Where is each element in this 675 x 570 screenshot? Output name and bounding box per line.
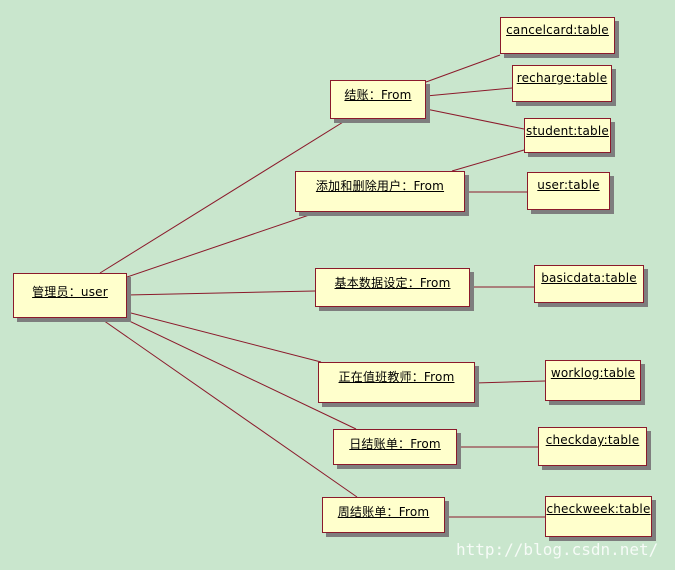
checkweek-table-label: checkweek:table (546, 502, 651, 516)
weekly-checkout-form-object: 周结账单：From (322, 497, 445, 533)
watermark-text: http://blog.csdn.net/ (456, 540, 659, 559)
admin-user-object: 管理员：user (13, 273, 127, 318)
link-admin-weekly-checkout (99, 317, 358, 498)
checkday-table-label: checkday:table (545, 433, 640, 447)
on-duty-teacher-form-object: 正在值班教师：From (318, 362, 475, 403)
link-checkout-cancelcard (425, 54, 501, 83)
link-admin-add-delete-user (126, 211, 319, 278)
link-adduser-student (451, 149, 525, 172)
cancelcard-table-label: cancelcard:table (506, 23, 609, 37)
link-admin-basic-data (126, 290, 316, 296)
link-checkout-student (425, 108, 525, 130)
student-table-object: student:table (524, 118, 611, 153)
link-admin-checkout (99, 118, 349, 274)
worklog-table-label: worklog:table (550, 366, 636, 380)
on-duty-teacher-form-label: 正在值班教师：From (338, 370, 455, 384)
daily-checkout-form-label: 日结账单：From (349, 437, 441, 451)
admin-user-label: 管理员：user (32, 285, 108, 299)
checkout-form-object: 结账：From (330, 80, 426, 119)
weekly-checkout-form-label: 周结账单：From (337, 505, 430, 519)
cancelcard-table-object: cancelcard:table (500, 17, 615, 54)
recharge-table-label: recharge:table (516, 71, 608, 85)
worklog-table-object: worklog:table (545, 360, 641, 401)
link-onduty-worklog (474, 380, 546, 384)
checkout-form-label: 结账：From (344, 88, 412, 102)
daily-checkout-form-object: 日结账单：From (333, 429, 457, 465)
user-table-object: user:table (527, 172, 610, 210)
checkday-table-object: checkday:table (538, 427, 647, 466)
recharge-table-object: recharge:table (512, 65, 612, 102)
link-admin-on-duty-teacher (126, 311, 322, 363)
student-table-label: student:table (526, 124, 609, 138)
add-delete-user-form-label: 添加和删除用户：From (315, 179, 445, 193)
basic-data-form-object: 基本数据设定：From (315, 268, 470, 307)
user-table-label: user:table (537, 178, 600, 192)
basic-data-form-label: 基本数据设定：From (334, 276, 451, 290)
basicdata-table-label: basicdata:table (541, 271, 637, 285)
link-checkout-recharge (425, 87, 513, 97)
checkweek-table-object: checkweek:table (545, 496, 652, 537)
basicdata-table-object: basicdata:table (534, 265, 644, 303)
link-admin-daily-checkout (122, 317, 357, 430)
add-delete-user-form-object: 添加和删除用户：From (295, 171, 465, 212)
